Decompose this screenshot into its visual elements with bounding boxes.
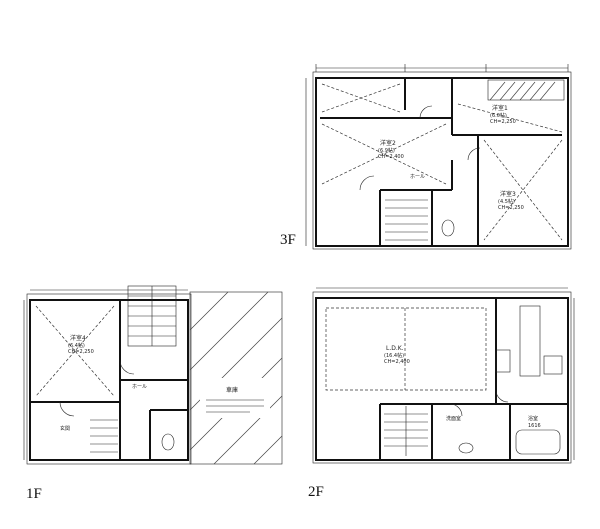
room-3f-label-2: 洋室3 [500,190,516,198]
plan-1f-carport: 車庫 [189,291,283,465]
room-1f-label-0: 洋室4 [70,334,86,342]
room-3f-label-1: 洋室1 [492,104,508,112]
room-1f-label-1: 玄関 [60,425,70,432]
room-2f-area-0: (16.4帖) [384,352,404,359]
room-1f-ch-0: CH=2,250 [68,349,94,355]
plan-2f: L.D.K. (16.4帖) CH=2,400 洗面室 浴室 1616 2F [308,287,575,500]
floor-label-3f: 3F [280,232,296,248]
room-2f-label-0: L.D.K. [386,345,404,352]
plan-1f: 洋室4 (6.4帖) CH=2,250 玄関 ホール 1F [23,285,192,502]
room-3f-area-1: (6.0帖) [490,112,507,119]
room-3f-ch-2: CH=2,250 [498,205,524,211]
room-2f-area-2: 1616 [528,423,541,429]
room-3f-ch-0: CH=2,400 [378,154,404,160]
room-1f-label-2: ホール [132,384,147,390]
room-1f-area-0: (6.4帖) [68,342,85,349]
room-2f-label-1: 洗面室 [446,415,461,422]
plan-3f: 洋室2 (6.9帖) CH=2,400 洋室1 (6.0帖) CH=2,250 … [280,64,572,250]
room-2f-label-2: 浴室 [528,415,538,422]
room-3f-label-3: ホール [410,174,425,180]
room-1f-label-3: 車庫 [226,386,238,394]
floor-label-2f: 2F [308,484,324,500]
room-3f-ch-1: CH=2,250 [490,119,516,125]
room-3f-area-0: (6.9帖) [378,147,395,154]
room-3f-label-0: 洋室2 [380,139,396,147]
room-2f-ch-0: CH=2,400 [384,359,410,365]
room-3f-area-2: (4.5帖) [498,198,515,205]
floor-label-1f: 1F [26,486,42,502]
